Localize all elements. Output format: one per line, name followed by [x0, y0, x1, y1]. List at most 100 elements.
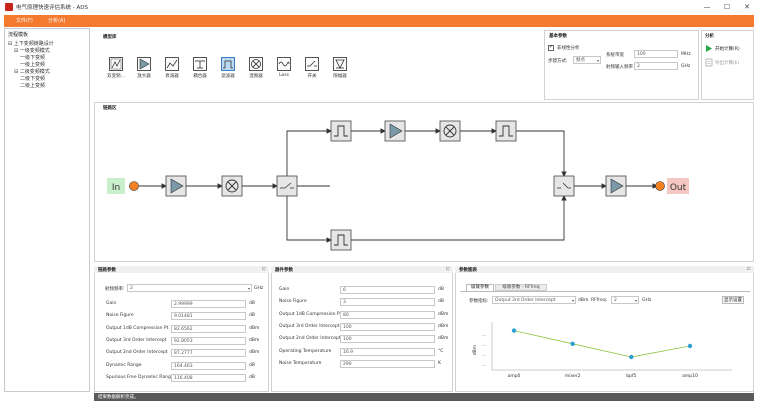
display-settings-button[interactable]: 显示设置	[722, 296, 744, 304]
in-port-box[interactable]	[107, 178, 125, 194]
param-value-field[interactable]: 3	[340, 298, 435, 307]
param-value-field[interactable]: 100	[340, 335, 435, 344]
pin-icon[interactable]: ⊏	[446, 266, 451, 272]
param-unit: dBm	[249, 337, 260, 343]
param-label: Output 3rd Order Intercept	[106, 337, 167, 343]
amplifier-block-out[interactable]	[605, 175, 627, 197]
run-button[interactable]: 开始计算(R)	[705, 44, 753, 53]
model-item-label: 滤波器	[221, 74, 235, 79]
filter-block-bottom[interactable]	[330, 229, 352, 251]
param-value-field[interactable]: 9.01481	[171, 312, 246, 321]
amplifier-block-top[interactable]	[384, 120, 406, 142]
in-port-connector[interactable]	[129, 181, 139, 191]
model-item[interactable]: 滤波器	[218, 57, 238, 85]
switch-block-split[interactable]	[276, 175, 298, 197]
metric-select[interactable]: Output 3rd Order Intercept ▾	[492, 296, 576, 304]
model-item[interactable]: 双变频...	[106, 57, 126, 85]
device-params-title: 器件参数	[275, 268, 293, 273]
filter-block-top-2[interactable]	[495, 120, 517, 142]
out-port-box[interactable]	[667, 178, 689, 194]
bandwidth-label: 系统带宽	[606, 53, 624, 58]
pin-icon[interactable]: ⊏	[747, 266, 752, 272]
link-freq-select[interactable]: 2 ▾	[127, 284, 252, 292]
param-label: Gain	[106, 301, 117, 306]
tree-item[interactable]: 二级上变频	[20, 83, 46, 89]
input-freq-input[interactable]: 2	[634, 62, 678, 70]
param-label: Output 3rd Order Intercept	[279, 323, 340, 329]
nonlinear-checkbox[interactable]: ✓	[548, 44, 554, 51]
param-unit: dB	[249, 313, 255, 319]
model-item-label: 混频器	[249, 74, 263, 79]
tree-item[interactable]: ⊟ 二级变频模式	[14, 69, 50, 75]
tree-item[interactable]: 一级上变频	[20, 62, 46, 68]
app-logo-icon	[5, 3, 13, 11]
loss-icon	[277, 57, 291, 71]
param-value-field[interactable]: 82.6562	[171, 324, 246, 333]
amplifier-block-1[interactable]	[165, 175, 187, 197]
link-freq-unit: GHz	[254, 286, 264, 291]
sweep-value: 频点	[576, 58, 585, 63]
process-template-panel: 流程模板 ⊟ 上下变频链路设计⊟ 一级变频模式一级下变频一级上变频⊟ 二级变频模…	[4, 28, 90, 392]
param-label: Operating Temperature	[279, 348, 332, 354]
y-tick-label: ...	[482, 343, 486, 348]
param-unit: dB	[438, 287, 444, 292]
model-item[interactable]: 混频器	[246, 57, 266, 85]
data-point[interactable]	[511, 328, 517, 333]
model-item[interactable]: 耦合器	[190, 57, 210, 85]
export-button[interactable]: 导出计算(E)	[705, 58, 753, 67]
analysis-panel	[701, 30, 754, 100]
param-value-field[interactable]: 87.2777	[171, 349, 246, 358]
data-point[interactable]	[629, 354, 634, 360]
tree-item[interactable]: 二级下变频	[20, 76, 46, 82]
out-port-connector[interactable]	[655, 181, 665, 191]
tab-cascade-params[interactable]: 级联参数	[466, 284, 494, 291]
x-tick-label: amp10	[682, 373, 698, 379]
bandwidth-input[interactable]: 100	[634, 50, 678, 58]
param-value-field[interactable]: 164.463	[171, 361, 246, 370]
param-label: Output 2nd Order Intercept	[106, 350, 168, 356]
param-value-field[interactable]: 80	[340, 310, 435, 319]
tree-item[interactable]: 一级下变频	[20, 55, 46, 61]
param-label: Output 2nd Order Intercept	[279, 336, 341, 342]
param-value-field[interactable]: 92.8053	[171, 336, 246, 345]
param-label: Noise Figure	[106, 313, 134, 319]
param-value-field[interactable]: 2.99999	[171, 300, 246, 308]
param-label: Dynamic Range	[106, 362, 142, 368]
filter-block-top-1[interactable]	[330, 120, 352, 142]
link-freq-value: 2	[130, 286, 133, 291]
param-value-field[interactable]: 100	[340, 322, 435, 331]
mixer-icon	[249, 57, 263, 71]
data-point[interactable]	[687, 343, 693, 349]
param-label: Noise Figure	[279, 299, 307, 305]
pin-icon[interactable]: ⊏	[262, 266, 267, 272]
model-item[interactable]: 开关	[302, 57, 322, 85]
mixer-block-top[interactable]	[439, 120, 461, 142]
tree-item[interactable]: ⊟ 一级变频模式	[14, 48, 50, 54]
link-area-panel	[94, 102, 754, 262]
switch-block-combine[interactable]	[553, 175, 575, 197]
input-freq-label: 射频输入频率	[606, 65, 633, 70]
maximize-button[interactable]: ☐	[723, 3, 731, 11]
rffreq-select[interactable]: 2 ▾	[611, 296, 639, 304]
minimize-button[interactable]: —	[703, 3, 711, 11]
mixer-block-1[interactable]	[221, 175, 243, 197]
sweep-select[interactable]: 频点 ▾	[573, 56, 601, 64]
param-value-field[interactable]: 116.408	[171, 373, 246, 382]
param-unit: dB	[249, 301, 255, 306]
model-item[interactable]: 衰减器	[162, 57, 182, 85]
param-value-field[interactable]: 290	[340, 359, 435, 368]
data-point[interactable]	[570, 341, 575, 346]
tree-item[interactable]: ⊟ 上下变频链路设计	[8, 41, 54, 47]
metric-label: 参数指标:	[469, 299, 489, 304]
menu-analyze[interactable]: 分析(A)	[48, 18, 66, 24]
model-item[interactable]: 放大器	[134, 57, 154, 85]
model-item[interactable]: Loss	[274, 57, 294, 85]
tab-cascade-rffreq[interactable]: 级联参数 - RFfreq	[495, 284, 547, 291]
menu-file[interactable]: 文件(F)	[16, 18, 33, 24]
model-item[interactable]: 限幅器	[330, 57, 350, 85]
param-value-field[interactable]: 6	[340, 286, 435, 294]
chevron-down-icon: ▾	[596, 58, 599, 63]
param-unit: °C	[438, 348, 444, 354]
param-value-field[interactable]: 16.9	[340, 347, 435, 356]
close-button[interactable]: ✕	[744, 3, 750, 11]
